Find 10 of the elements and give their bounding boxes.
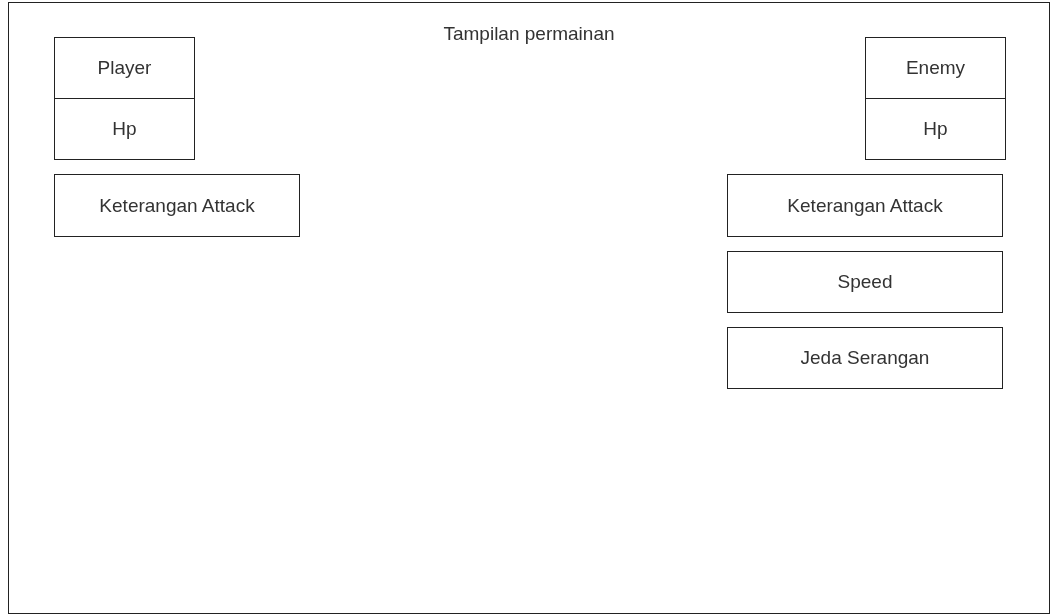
- info-panel: Keterangan Attack: [54, 174, 300, 237]
- frame-title: Tampilan permainan: [443, 23, 615, 45]
- info-panel: Keterangan Attack: [727, 174, 1003, 237]
- hp-panel: Hp: [54, 98, 195, 160]
- screen-frame: [8, 2, 1050, 614]
- info-panel: Speed: [727, 251, 1003, 313]
- name-panel: Player: [54, 37, 195, 99]
- hp-panel: Hp: [865, 98, 1006, 160]
- info-panel: Jeda Serangan: [727, 327, 1003, 389]
- name-panel: Enemy: [865, 37, 1006, 99]
